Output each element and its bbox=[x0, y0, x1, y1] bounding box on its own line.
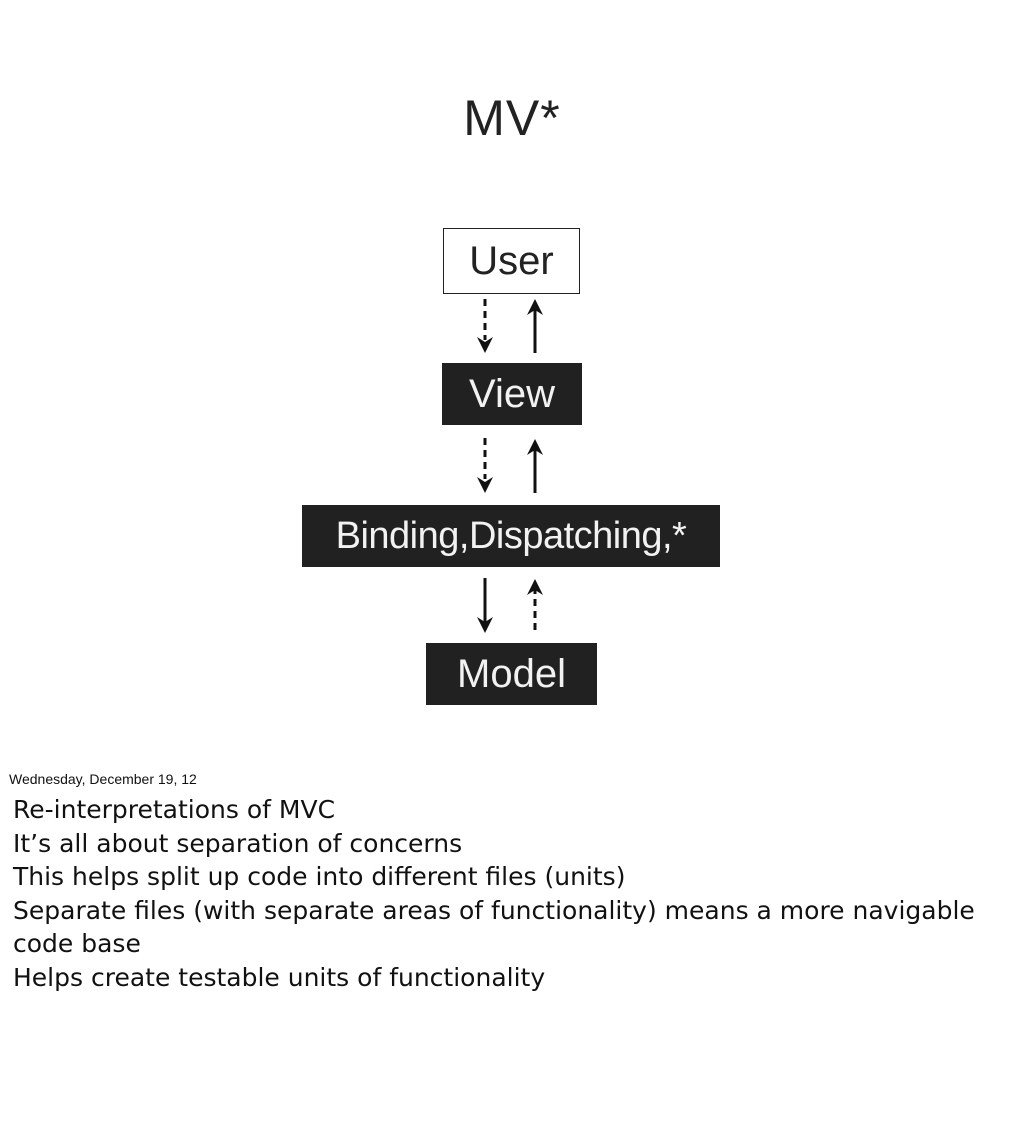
note-item: It’s all about separation of concerns bbox=[13, 828, 463, 858]
view-node: View bbox=[442, 363, 582, 425]
slide-timestamp: Wednesday, December 19, 12 bbox=[9, 771, 197, 787]
model-to-binding-dashed-arrow bbox=[527, 579, 543, 630]
binding-to-view-solid-arrow bbox=[527, 439, 543, 493]
view-to-user-solid-arrow bbox=[527, 299, 543, 353]
note-item: Separate files (with separate areas of f… bbox=[13, 895, 975, 959]
binding-dispatching-node: Binding,Dispatching,* bbox=[302, 505, 720, 567]
note-item: This helps split up code into different … bbox=[13, 862, 626, 891]
user-node: User bbox=[443, 228, 580, 294]
view-to-binding-dashed-arrow bbox=[477, 438, 493, 493]
binding-to-model-solid-arrow bbox=[477, 578, 493, 633]
model-node: Model bbox=[426, 643, 597, 705]
note-item: Re-interpretations of MVC bbox=[13, 795, 336, 824]
note-item: Helps create testable units of functiona… bbox=[13, 962, 546, 992]
slide-title: MV* bbox=[463, 90, 561, 146]
speaker-notes: Re-interpretations of MVC It’s all about… bbox=[13, 793, 1013, 994]
user-to-view-dashed-arrow bbox=[477, 299, 493, 353]
